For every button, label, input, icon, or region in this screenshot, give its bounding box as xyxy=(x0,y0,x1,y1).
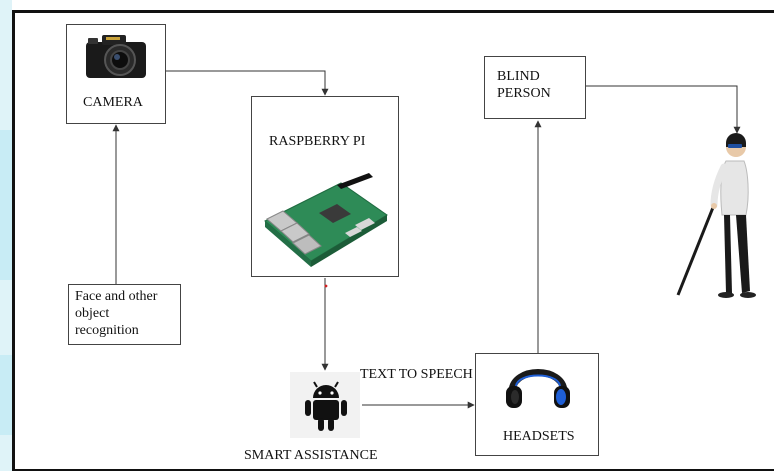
recognition-node xyxy=(68,284,181,345)
headsets-label: HEADSETS xyxy=(503,429,575,444)
blind-person-label: BLIND PERSON xyxy=(497,69,551,101)
smart-assistance-label: SMART ASSISTANCE xyxy=(244,448,378,463)
blind-person-figure xyxy=(676,133,756,298)
android-icon xyxy=(305,381,347,431)
left-decor-stripe xyxy=(0,130,12,280)
left-decor-stripe xyxy=(0,355,12,435)
left-decor-strip xyxy=(0,0,12,471)
camera-icon xyxy=(86,35,146,78)
edge-blind-to-figure xyxy=(586,85,741,134)
tts-edge-label: TEXT TO SPEECH xyxy=(360,367,473,382)
headphones-icon xyxy=(506,369,570,408)
edge-dot xyxy=(324,284,328,288)
edge-camera-to-pi xyxy=(166,70,329,96)
raspberry-pi-label: RASPBERRY PI xyxy=(269,134,366,149)
recognition-label: Face and other object recognition xyxy=(75,289,158,338)
raspberry-pi-board-icon xyxy=(264,173,388,267)
camera-label: CAMERA xyxy=(83,95,143,110)
blind-person-node xyxy=(484,56,586,119)
